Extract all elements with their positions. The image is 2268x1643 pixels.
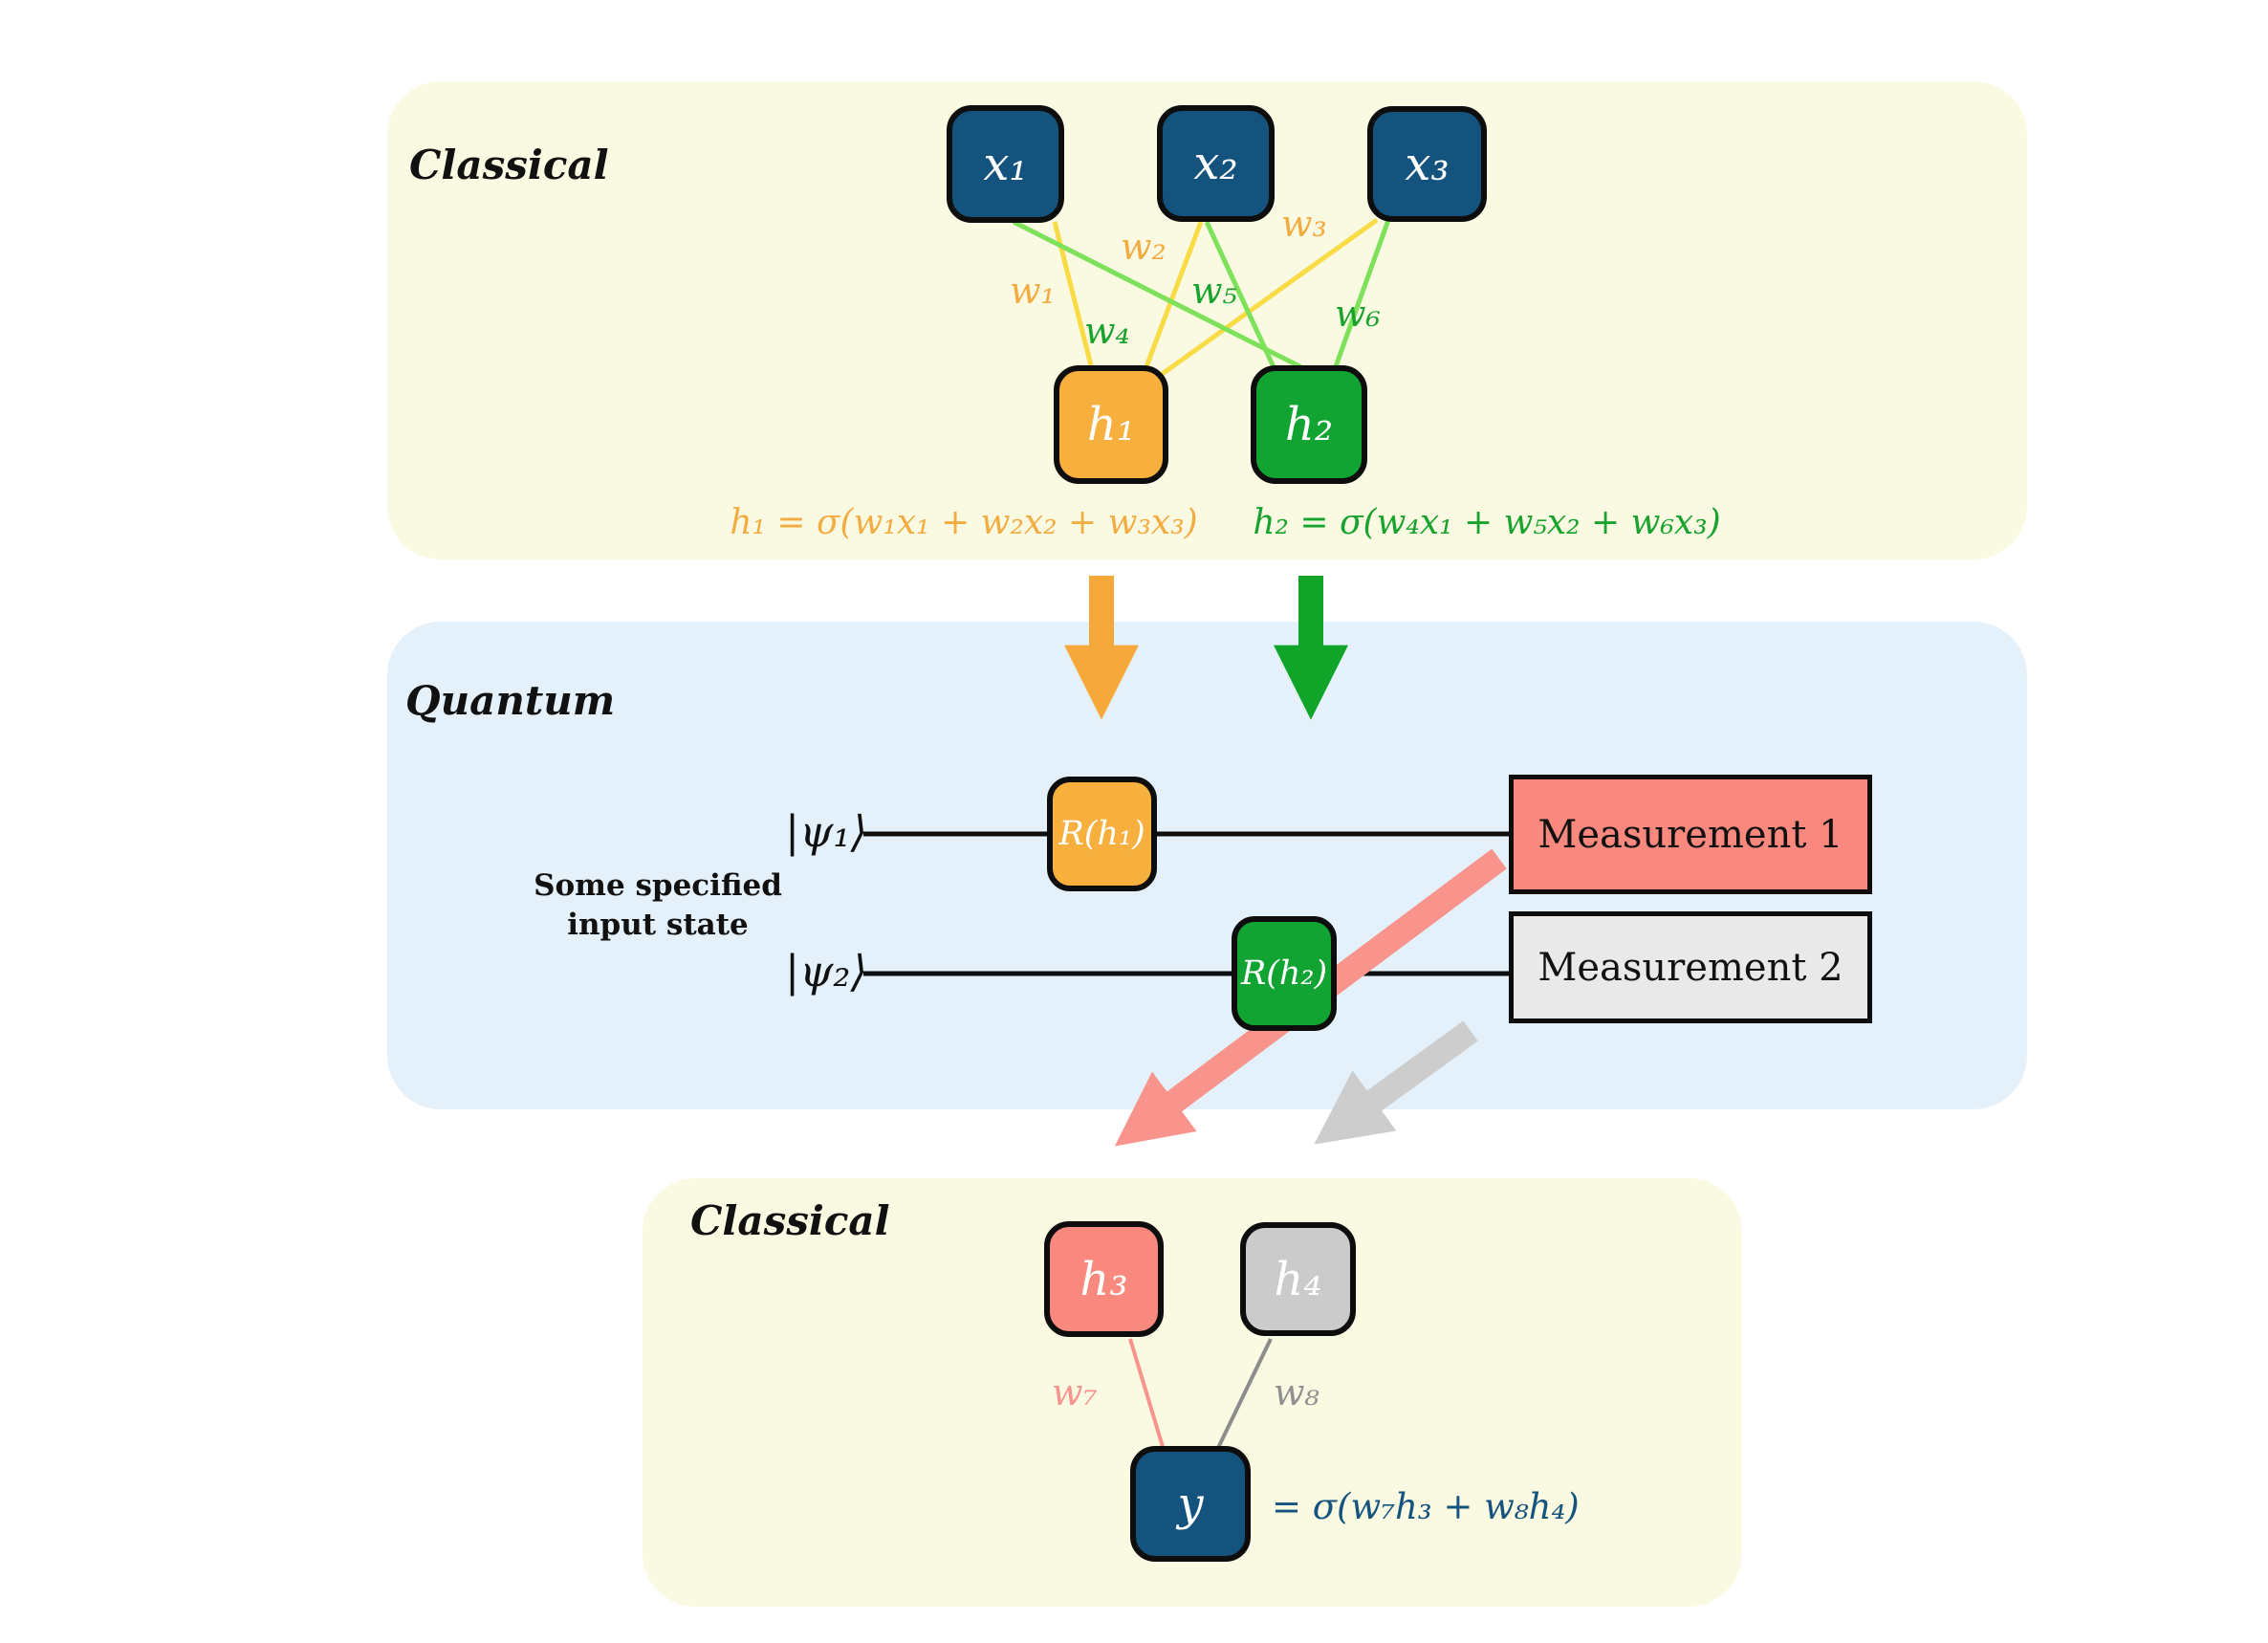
ket-psi2-label: |ψ₂⟩ <box>784 946 867 997</box>
input-node-x2: x₂ <box>1157 105 1275 222</box>
weight-label-w8: w₈ <box>1274 1371 1319 1413</box>
edges-to-h2 <box>1012 219 1391 372</box>
input-node-x3: x₃ <box>1367 106 1487 222</box>
input-state-note-line1: Some specified <box>534 868 782 903</box>
output-equation: = σ(w₇h₃ + w₈h₄) <box>1272 1486 1580 1527</box>
edge-h4-to-y <box>1215 1338 1273 1451</box>
measurement-2-box: Measurement 2 <box>1509 911 1872 1023</box>
top-panel-label: Classical <box>409 142 609 188</box>
rotation-gate-rh1: R(h₁) <box>1047 777 1157 891</box>
h1-equation: h₁ = σ(w₁x₁ + w₂x₂ + w₃x₃) <box>730 503 1198 542</box>
weight-label-w7: w₇ <box>1052 1371 1098 1413</box>
weight-label-w3: w₃ <box>1281 203 1327 245</box>
h2-equation: h₂ = σ(w₄x₁ + w₅x₂ + w₆x₃) <box>1253 503 1721 542</box>
qubit-wires <box>863 831 1509 976</box>
ket-psi1-label: |ψ₁⟩ <box>784 806 867 857</box>
weight-label-w6: w₆ <box>1335 293 1381 335</box>
input-state-note-line2: input state <box>567 908 749 942</box>
hidden-node-h2: h₂ <box>1251 365 1367 484</box>
hidden-node-h3: h₃ <box>1044 1221 1164 1337</box>
hidden-node-h1: h₁ <box>1054 365 1168 484</box>
input-state-note: Some specified input state <box>505 866 811 945</box>
edge-h3-to-y <box>1128 1338 1166 1451</box>
weight-label-w5: w₅ <box>1191 270 1237 312</box>
input-node-x1: x₁ <box>947 105 1064 223</box>
quantum-panel-label: Quantum <box>405 677 616 724</box>
weight-label-w4: w₄ <box>1084 310 1130 352</box>
weight-label-w1: w₁ <box>1010 270 1056 312</box>
measurement-1-box: Measurement 1 <box>1509 775 1872 894</box>
bottom-panel-label: Classical <box>690 1197 890 1244</box>
output-node-y: y <box>1130 1446 1251 1562</box>
measurement2-to-h4-arrow <box>1314 1020 1478 1145</box>
weight-label-w2: w₂ <box>1121 226 1167 268</box>
hidden-node-h4: h₄ <box>1240 1222 1356 1336</box>
rotation-gate-rh2: R(h₂) <box>1232 916 1337 1031</box>
